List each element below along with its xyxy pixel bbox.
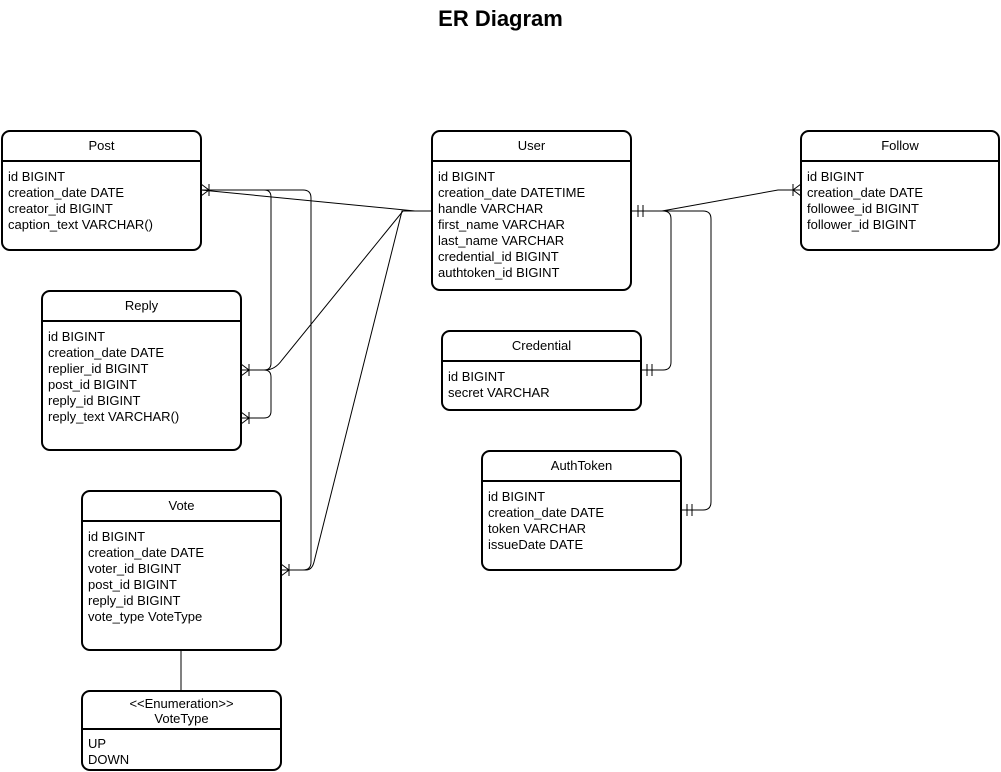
enum-value: UP	[88, 736, 107, 751]
link-vote-post	[201, 189, 312, 571]
attribute: post_id BIGINT	[48, 377, 137, 392]
attribute: handle VARCHAR	[438, 201, 544, 216]
entity-post[interactable]: Post id BIGINT creation_date DATE creato…	[1, 130, 202, 251]
attribute: creation_date DATETIME	[438, 185, 586, 200]
crowfoot-follow-left	[792, 183, 802, 197]
entity-authtoken-name: AuthToken	[483, 452, 680, 482]
attribute: last_name VARCHAR	[438, 233, 565, 248]
entity-vote[interactable]: Vote id BIGINT creation_date DATE voter_…	[81, 490, 282, 651]
entity-credential-name: Credential	[443, 332, 640, 362]
attribute: id BIGINT	[807, 169, 865, 184]
entity-authtoken-attributes: id BIGINT creation_date DATE token VARCH…	[483, 482, 680, 553]
entity-reply-attributes: id BIGINT creation_date DATE replier_id …	[43, 322, 240, 425]
attribute: post_id BIGINT	[88, 577, 177, 592]
link-user-authtoken	[632, 210, 712, 511]
crowfoot-reply-right	[240, 363, 250, 377]
attribute: reply_id BIGINT	[48, 393, 141, 408]
attribute: follower_id BIGINT	[807, 217, 917, 232]
attribute: issueDate DATE	[488, 537, 584, 552]
entity-credential[interactable]: Credential id BIGINT secret VARCHAR	[441, 330, 642, 411]
entity-vote-attributes: id BIGINT creation_date DATE voter_id BI…	[83, 522, 280, 625]
entity-credential-attributes: id BIGINT secret VARCHAR	[443, 362, 640, 401]
link-vote-user	[281, 210, 432, 571]
attribute: creation_date DATE	[48, 345, 165, 360]
attribute: id BIGINT	[438, 169, 496, 184]
attribute: credential_id BIGINT	[438, 249, 559, 264]
entity-user-attributes: id BIGINT creation_date DATETIME handle …	[433, 162, 630, 281]
entity-user[interactable]: User id BIGINT creation_date DATETIME ha…	[431, 130, 632, 291]
attribute: vote_type VoteType	[88, 609, 203, 624]
one-mark-authtoken	[686, 504, 693, 516]
entity-votetype[interactable]: <<Enumeration>> VoteType UP DOWN	[81, 690, 282, 771]
crowfoot-vote-right	[280, 563, 290, 577]
link-reply-user	[241, 210, 432, 371]
entity-reply-name: Reply	[43, 292, 240, 322]
attribute: creation_date DATE	[807, 185, 924, 200]
entity-votetype-stereotype: <<Enumeration>>	[129, 696, 234, 711]
diagram-title: ER Diagram	[438, 6, 563, 31]
attribute: authtoken_id BIGINT	[438, 265, 560, 280]
entity-follow-attributes: id BIGINT creation_date DATE followee_id…	[802, 162, 998, 233]
link-reply-self	[241, 369, 272, 419]
crowfoot-post-right	[200, 183, 210, 197]
entity-follow[interactable]: Follow id BIGINT creation_date DATE foll…	[800, 130, 1000, 251]
link-user-follow	[632, 189, 801, 212]
attribute: voter_id BIGINT	[88, 561, 182, 576]
entity-reply[interactable]: Reply id BIGINT creation_date DATE repli…	[41, 290, 242, 451]
attribute: creator_id BIGINT	[8, 201, 113, 216]
attribute: id BIGINT	[488, 489, 546, 504]
attribute: id BIGINT	[8, 169, 66, 184]
attribute: creation_date DATE	[488, 505, 605, 520]
entity-votetype-name: VoteType	[154, 711, 209, 726]
one-mark-user-right	[637, 205, 644, 217]
attribute: token VARCHAR	[488, 521, 587, 536]
entity-follow-name: Follow	[802, 132, 998, 162]
entity-post-name: Post	[3, 132, 200, 162]
enum-value: DOWN	[88, 752, 130, 767]
link-post-user	[200, 189, 432, 212]
attribute: secret VARCHAR	[448, 385, 550, 400]
attribute: creation_date DATE	[88, 545, 205, 560]
attribute: id BIGINT	[448, 369, 506, 384]
entity-votetype-header: <<Enumeration>> VoteType	[83, 692, 280, 730]
attribute: id BIGINT	[48, 329, 106, 344]
attribute: reply_text VARCHAR()	[48, 409, 180, 424]
one-mark-credential	[646, 364, 653, 376]
attribute: creation_date DATE	[8, 185, 125, 200]
crowfoot-reply-self	[240, 411, 250, 425]
attribute: first_name VARCHAR	[438, 217, 565, 232]
entity-authtoken[interactable]: AuthToken id BIGINT creation_date DATE t…	[481, 450, 682, 571]
entity-votetype-values: UP DOWN	[83, 730, 280, 768]
entity-user-name: User	[433, 132, 630, 162]
attribute: replier_id BIGINT	[48, 361, 149, 376]
attribute: followee_id BIGINT	[807, 201, 919, 216]
entity-vote-name: Vote	[83, 492, 280, 522]
entity-post-attributes: id BIGINT creation_date DATE creator_id …	[3, 162, 200, 233]
attribute: id BIGINT	[88, 529, 146, 544]
attribute: reply_id BIGINT	[88, 593, 181, 608]
attribute: caption_text VARCHAR()	[8, 217, 153, 232]
